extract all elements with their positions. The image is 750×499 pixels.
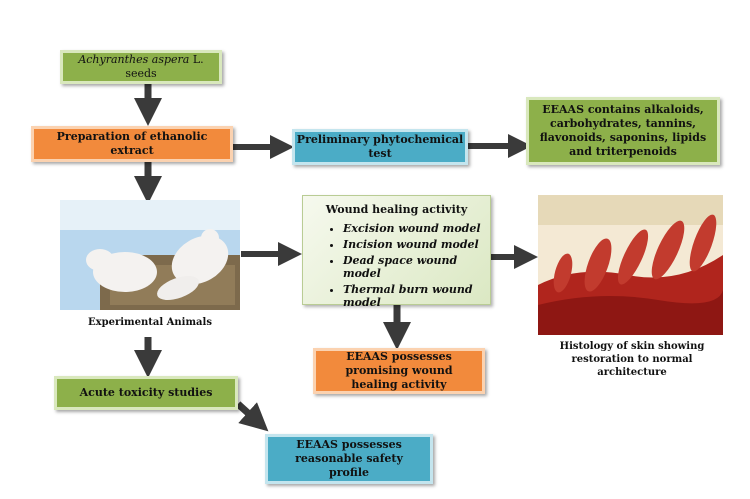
phyto-result-box: EEAAS contains alkaloids, carbohydrates,… (526, 97, 720, 165)
safety-label: EEAAS possesses reasonable safety profil… (295, 438, 403, 479)
seeds-label: L. seeds (125, 53, 204, 80)
phyto-test-label: Preliminary phytochemical test (296, 133, 464, 160)
wound-model-list: Excision wound model Incision wound mode… (303, 222, 490, 309)
arrow-toxicity-to-safety (235, 401, 269, 432)
histology-image (538, 195, 723, 335)
extract-label: Preparation of ethanolic extract (56, 130, 208, 157)
list-item: Excision wound model (343, 222, 490, 235)
phyto-result-label: EEAAS contains alkaloids, carbohydrates,… (539, 103, 707, 158)
list-item: Dead space wound model (343, 254, 490, 280)
seeds-box: Achyranthes aspera L. seeds (60, 50, 222, 84)
histology-caption: Histology of skin showing restoration to… (559, 341, 705, 378)
toxicity-box: Acute toxicity studies (54, 376, 238, 410)
extract-box: Preparation of ethanolic extract (31, 126, 233, 162)
wound-result-label: EEAAS possesses promising wound healing … (345, 350, 453, 391)
species-name: Achyranthes aspera (78, 53, 190, 66)
phyto-test-box: Preliminary phytochemical test (292, 129, 468, 165)
wound-panel-title: Wound healing activity (325, 203, 468, 216)
rats-photo (60, 200, 240, 310)
wound-result-box: EEAAS possesses promising wound healing … (313, 348, 485, 394)
list-item: Incision wound model (343, 238, 490, 251)
wound-healing-panel: Wound healing activity Excision wound mo… (302, 195, 491, 309)
toxicity-label: Acute toxicity studies (79, 386, 213, 399)
safety-box: EEAAS possesses reasonable safety profil… (265, 434, 433, 484)
animals-caption: Experimental Animals (88, 317, 212, 328)
list-item: Thermal burn wound model (343, 283, 490, 309)
